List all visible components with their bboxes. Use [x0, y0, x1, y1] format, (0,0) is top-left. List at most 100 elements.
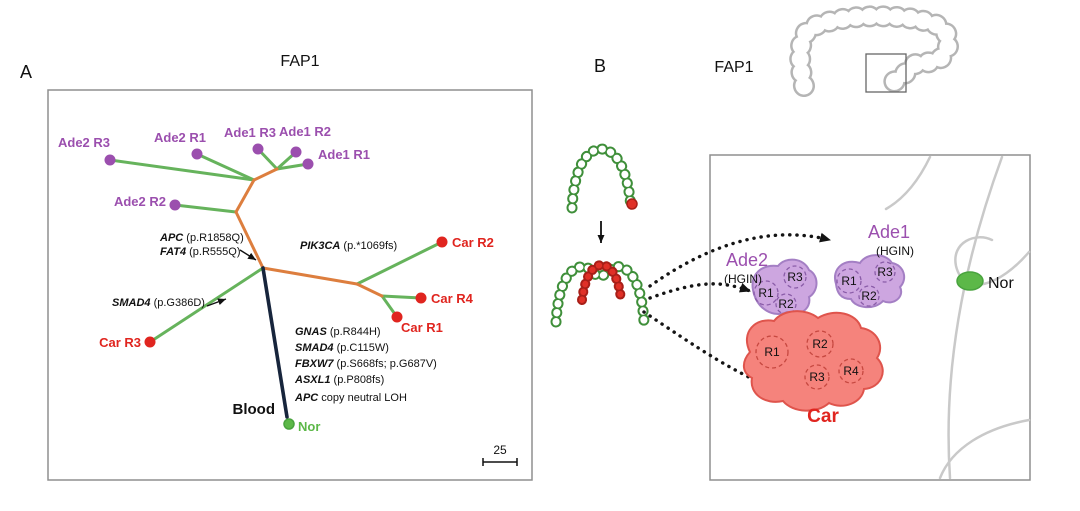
wall-fold — [884, 155, 932, 211]
ade1-region-r1-circle — [836, 268, 862, 294]
ade1-region-r2-label: R2 — [861, 289, 877, 303]
node-ade2-r3 — [104, 154, 116, 166]
adenoma-labels: Ade2 R3 Ade2 R1 Ade1 R3 Ade1 R2 Ade1 R1 … — [58, 124, 370, 209]
ade2-grade-label: (HGIN) — [724, 272, 762, 286]
ade2-region-r3-label: R3 — [787, 270, 803, 284]
crypt-epithelium — [566, 143, 637, 214]
internal-branch — [355, 282, 384, 298]
carcinoma-labels: Car R2 Car R4 Car R1 Car R3 — [99, 235, 494, 350]
car-blob — [742, 310, 884, 412]
annotation-arrow-trunk — [239, 249, 257, 261]
panel-a: A FAP1 — [20, 53, 533, 481]
ade1-name-label: Ade1 — [868, 222, 910, 242]
internal-branch — [252, 167, 279, 182]
trunk-branch — [261, 266, 289, 419]
panel-b-title: FAP1 — [714, 59, 753, 76]
adenoma-nodes — [104, 143, 314, 211]
crypt-epithelium-inner — [568, 145, 635, 212]
ade1-blob — [833, 254, 906, 309]
mutation-smad4-g386d: SMAD4 (p.G386D) — [112, 297, 205, 309]
internal-branch — [261, 266, 359, 286]
branch-car-r2 — [355, 240, 444, 286]
panel-b-label: B — [594, 56, 606, 76]
panel-b: B FAP1 — [550, 5, 1031, 481]
lesion-ade2: R1 R3 R2 Ade2 (HGIN) — [724, 250, 818, 315]
arrow-to-car — [642, 310, 782, 393]
lesion-ade1: R1 R3 R2 Ade1 (HGIN) — [833, 222, 914, 309]
panel-a-title: FAP1 — [280, 53, 319, 70]
crypt-epithelium-inner — [552, 263, 648, 326]
branch-ade2-r2 — [173, 203, 238, 214]
node-ade2-r2 — [169, 199, 181, 211]
node-car-r4 — [415, 292, 427, 304]
label-ade2-r1: Ade2 R1 — [154, 130, 206, 145]
wall-fold — [938, 418, 1031, 480]
car-region-r2-circle — [806, 330, 834, 358]
label-nor: Nor — [298, 419, 320, 434]
label-ade1-r1: Ade1 R1 — [318, 147, 370, 162]
car-name-label: Car — [807, 406, 839, 427]
panel-a-box — [47, 89, 533, 481]
node-car-r2 — [436, 236, 448, 248]
node-car-r3 — [144, 336, 156, 348]
car-region-r1-circle — [755, 335, 789, 369]
nor-spot — [956, 271, 984, 291]
label-car-r2: Car R2 — [452, 235, 494, 250]
scale-bar: 25 — [482, 443, 518, 466]
colon-cartoon — [789, 5, 960, 97]
car-region-r3-circle — [804, 364, 830, 390]
crypt-expanded-clone — [550, 259, 650, 328]
internal-branch — [234, 178, 256, 214]
lesion-car: R1 R2 R3 R4 Car — [742, 310, 884, 427]
crypt-normal — [566, 143, 638, 214]
scale-bar-label: 25 — [493, 443, 507, 457]
colon-wall-folds — [884, 155, 1031, 480]
ade1-region-r2-circle — [858, 285, 880, 307]
arrow-to-ade1 — [648, 232, 832, 288]
node-ade1-r1 — [302, 158, 314, 170]
seeding-arrows — [642, 232, 832, 393]
wall-fold — [954, 236, 1031, 286]
mutant-cell — [626, 198, 638, 210]
mutation-annotations: APC (p.R1858Q) FAT4 (p.R555Q) PIK3CA (p.… — [112, 232, 437, 404]
panel-b-box — [709, 154, 1031, 481]
branch-car-r4 — [380, 294, 423, 300]
branch-ade2-r1 — [195, 152, 256, 182]
node-ade1-r3 — [252, 143, 264, 155]
car-region-r4-circle — [838, 358, 864, 384]
colon-outline-inner — [791, 7, 957, 95]
label-car-r4: Car R4 — [431, 291, 474, 306]
ade1-region-r3-circle — [874, 261, 896, 283]
mutant-clone-cells-inner — [579, 261, 624, 303]
normal-tissue: Nor — [956, 271, 1014, 292]
panel-a-label: A — [20, 62, 32, 82]
car-region-r4-label: R4 — [843, 364, 859, 378]
mutation-asxl1: ASXL1 (p.P808fs) — [294, 374, 384, 386]
ade2-region-r1-circle — [753, 280, 779, 306]
node-car-r1 — [391, 311, 403, 323]
mutation-apc: APC (p.R1858Q) — [159, 232, 244, 244]
label-ade2-r3: Ade2 R3 — [58, 135, 110, 150]
node-ade1-r2 — [290, 146, 302, 158]
ade1-region-r3-label: R3 — [877, 265, 893, 279]
tree-branches-internal — [234, 167, 384, 298]
node-ade2-r1 — [191, 148, 203, 160]
branch-ade2-r3 — [108, 158, 256, 182]
ade1-region-r1-label: R1 — [841, 274, 857, 288]
mutation-fat4: FAT4 (p.R555Q) — [160, 246, 241, 258]
mutation-pik3ca: PIK3CA (p.*1069fs) — [300, 240, 397, 252]
tree-trunk-blood — [261, 266, 289, 419]
ade1-grade-label: (HGIN) — [876, 244, 914, 258]
mutation-gnas: GNAS (p.R844H) — [295, 326, 381, 338]
arrow-to-ade2 — [648, 282, 752, 300]
label-ade1-r2: Ade1 R2 — [279, 124, 331, 139]
car-region-r3-label: R3 — [809, 370, 825, 384]
internal-branch — [234, 210, 265, 270]
mutation-apc-loh: APC copy neutral LOH — [294, 392, 407, 404]
car-region-r2-label: R2 — [812, 337, 828, 351]
car-region-r1-label: R1 — [764, 345, 780, 359]
label-blood: Blood — [233, 401, 276, 418]
wall-fold — [947, 155, 1004, 480]
